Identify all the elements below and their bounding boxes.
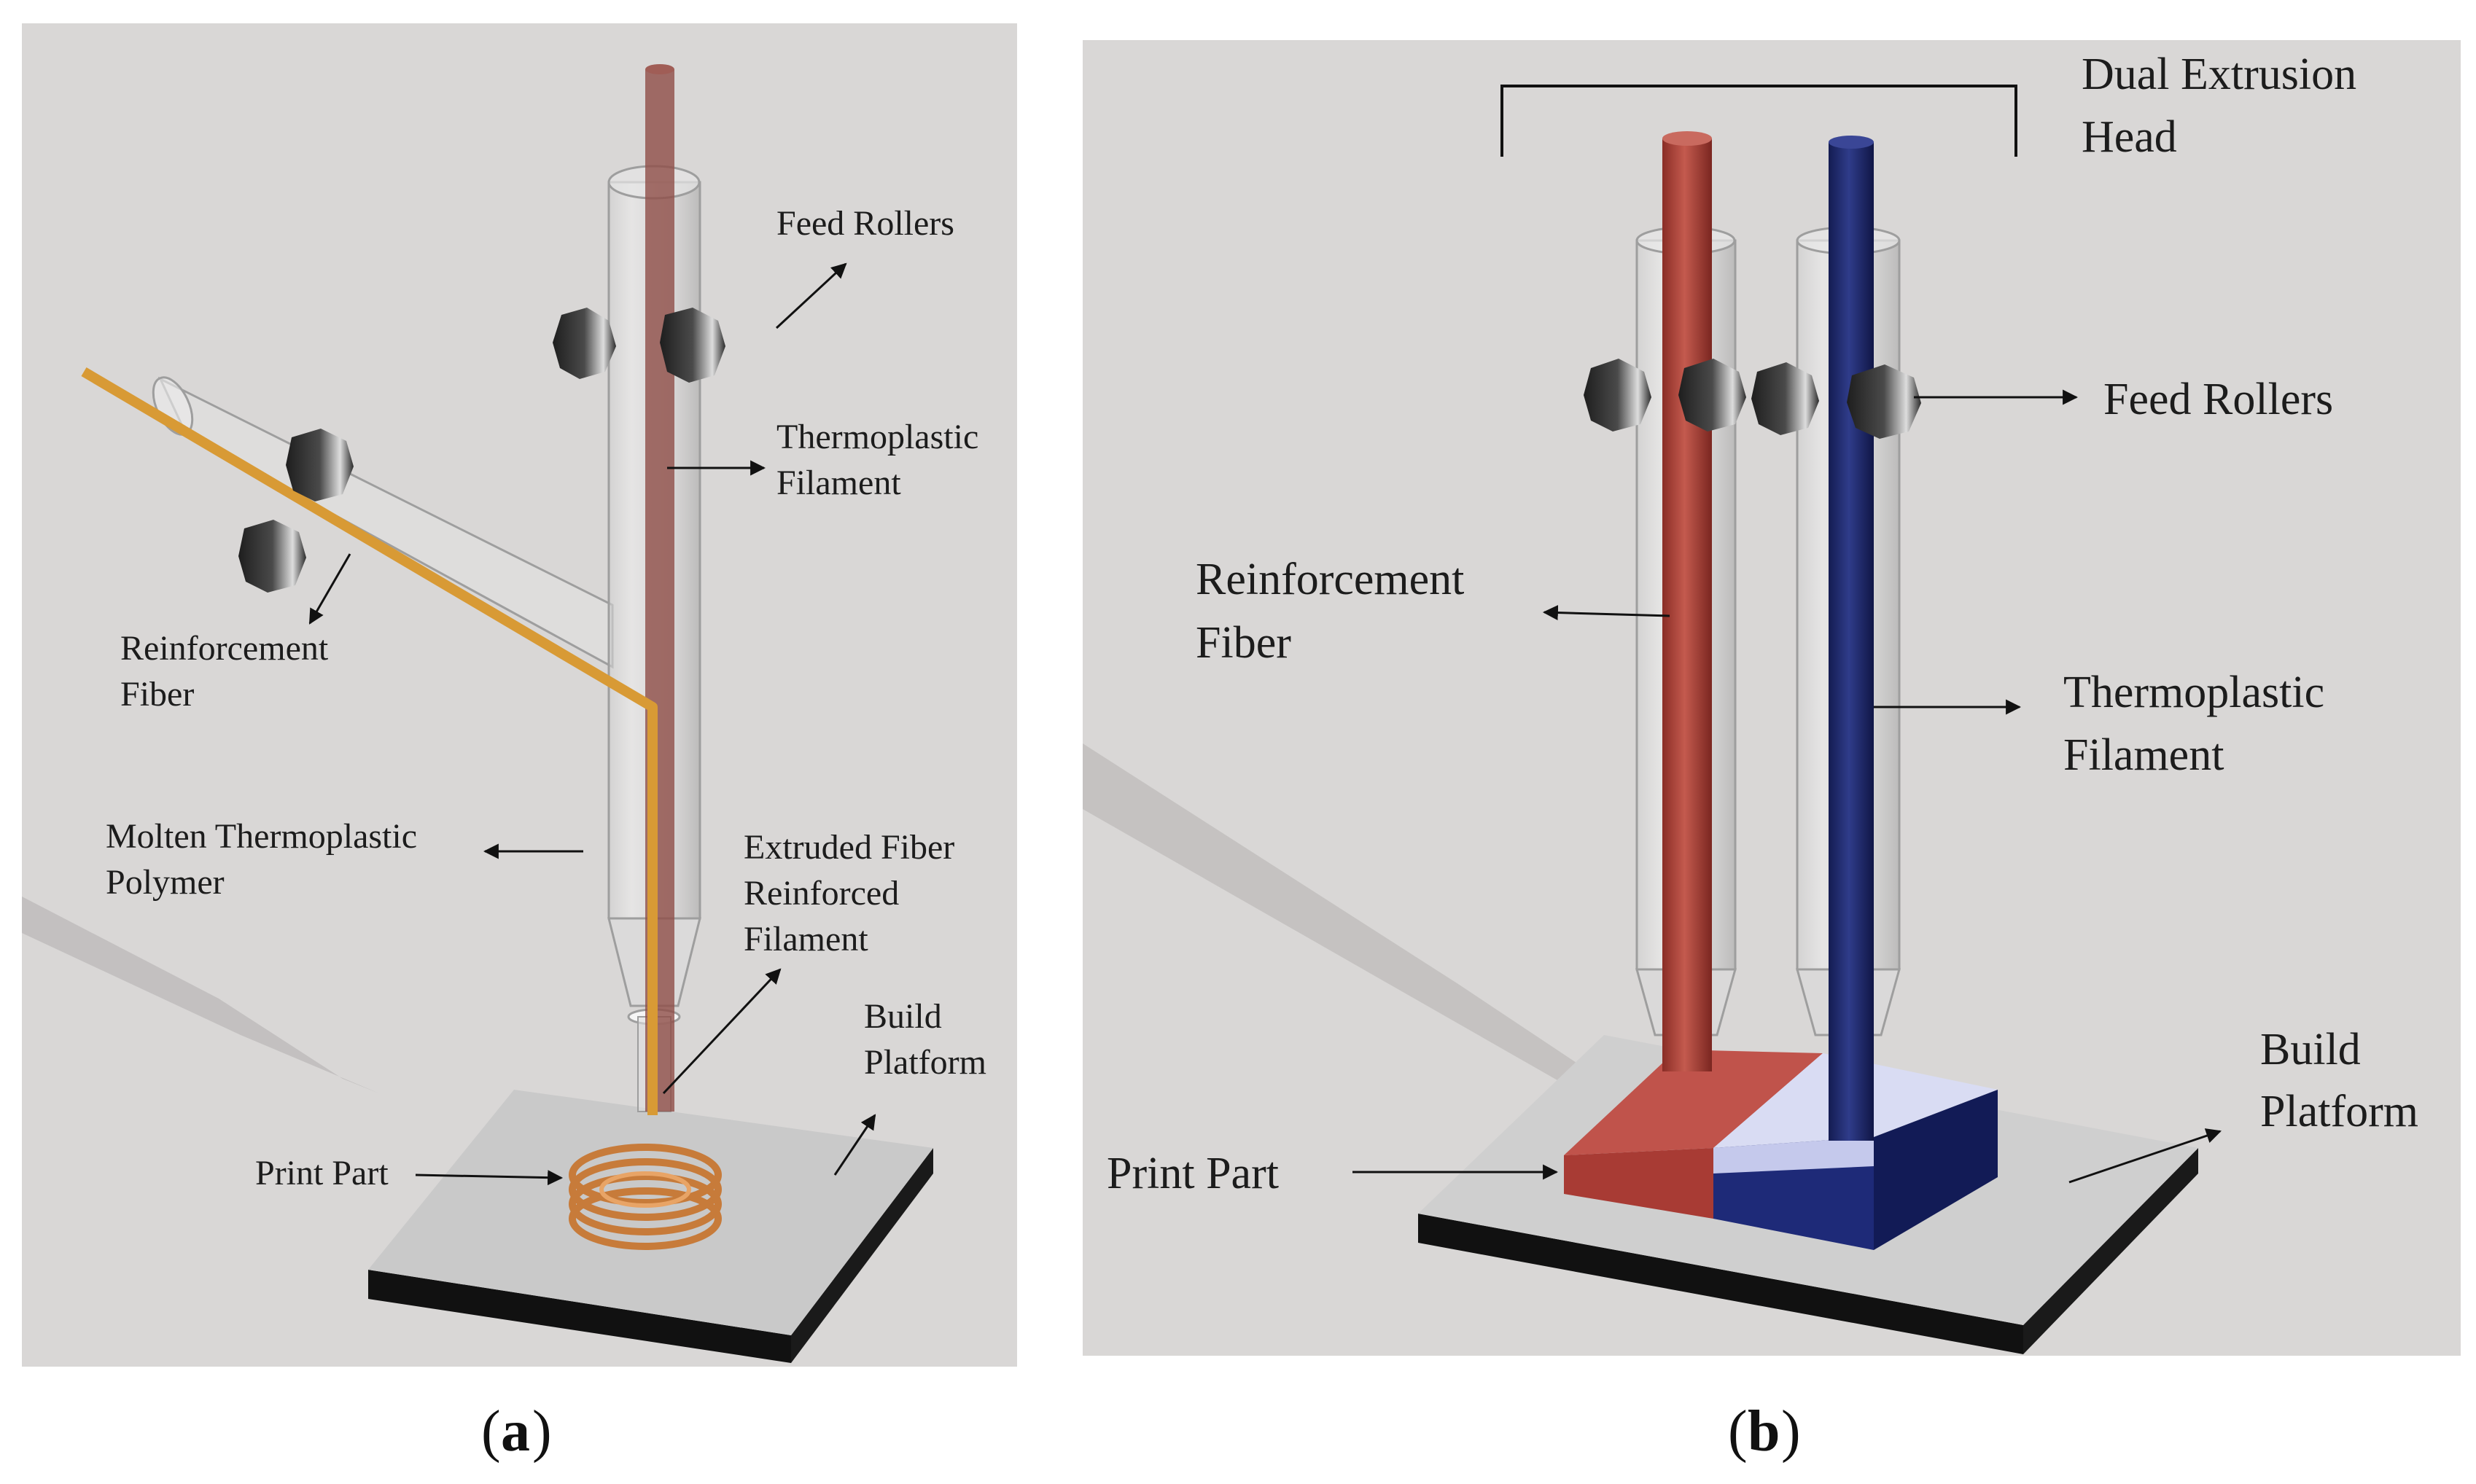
caption-b: ( b ) <box>1728 1399 1801 1464</box>
label-a-extruded-1: Extruded Fiber <box>744 828 954 867</box>
panel-b-arrows <box>1352 389 2222 1184</box>
panel-a-print-part <box>569 1144 722 1250</box>
label-b-dual-1: Dual Extrusion <box>2082 50 2356 99</box>
caption-a: ( a ) <box>481 1399 552 1464</box>
label-b-build-1: Build <box>2260 1025 2361 1074</box>
label-b-build-2: Platform <box>2260 1087 2418 1136</box>
panel-b: Dual Extrusion Head Feed Rollers Reinfor… <box>1083 40 2461 1356</box>
label-a-reinforcement-1: Reinforcement <box>120 629 329 668</box>
panel-b-print-part <box>1564 1050 1998 1250</box>
label-a-molten-2: Polymer <box>106 863 225 902</box>
label-a-extruded-2: Reinforced <box>744 874 899 913</box>
caption-b-letter: b <box>1748 1399 1780 1464</box>
panel-a-orange-fiber <box>81 367 658 1115</box>
label-a-build-2: Platform <box>864 1043 986 1082</box>
label-b-reinforcement-1: Reinforcement <box>1196 555 1464 604</box>
label-a-build-1: Build <box>864 997 942 1036</box>
svg-text:(: ( <box>481 1399 501 1464</box>
label-a-print-part: Print Part <box>255 1154 389 1192</box>
svg-text:(: ( <box>1728 1399 1748 1464</box>
label-a-molten-1: Molten Thermoplastic <box>106 817 417 856</box>
label-b-thermoplastic-2: Filament <box>2063 730 2224 780</box>
panel-a-feed-rollers <box>238 308 725 593</box>
panel-a-arrows <box>308 262 876 1186</box>
label-b-reinforcement-2: Fiber <box>1196 618 1291 668</box>
label-a-thermoplastic-2: Filament <box>776 464 901 502</box>
panel-b-red-rod <box>1662 138 1712 1071</box>
label-a-reinforcement-2: Fiber <box>120 675 194 714</box>
label-b-thermoplastic-1: Thermoplastic <box>2063 668 2324 717</box>
caption-a-letter: a <box>501 1399 530 1464</box>
panel-a-build-platform <box>368 1090 933 1363</box>
label-a-extruded-3: Filament <box>744 920 868 958</box>
panel-b-bracket <box>1500 85 2017 157</box>
panel-a-rod-top <box>645 64 674 74</box>
panel-b-red-rod-top <box>1662 131 1712 146</box>
label-b-print-part: Print Part <box>1107 1149 1279 1198</box>
panel-b-blue-rod-top <box>1829 136 1874 149</box>
panel-b-blue-rod <box>1829 142 1874 1141</box>
label-b-dual-2: Head <box>2082 112 2177 162</box>
label-a-thermoplastic-1: Thermoplastic <box>776 418 978 456</box>
panel-b-feed-rollers <box>1584 359 1921 439</box>
label-b-feed-rollers: Feed Rollers <box>2103 375 2333 424</box>
svg-text:): ) <box>1781 1399 1801 1464</box>
label-a-feed-rollers: Feed Rollers <box>776 204 954 243</box>
panel-a: Feed Rollers Thermoplastic Filament Rein… <box>22 23 1017 1367</box>
panel-a-shadow <box>22 897 379 1093</box>
panel-b-shadow <box>1083 743 1589 1086</box>
svg-text:): ) <box>532 1399 552 1464</box>
